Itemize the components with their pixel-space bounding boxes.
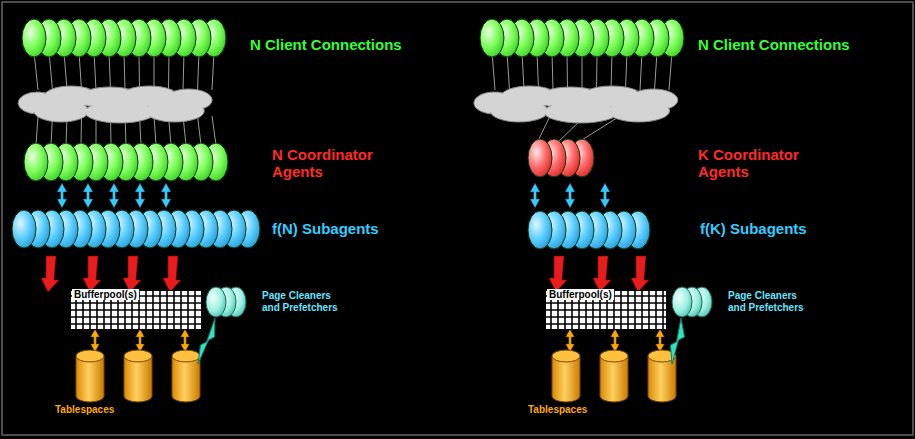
io-lightning bbox=[671, 318, 685, 364]
request-arrow bbox=[161, 183, 171, 208]
storage-label: Tablespaces bbox=[528, 404, 587, 416]
process-label: Page Cleaners and Prefetchers bbox=[262, 290, 348, 313]
process-label: Page Cleaners and Prefetchers bbox=[728, 290, 814, 313]
request-arrow bbox=[57, 183, 67, 208]
connection-lines bbox=[34, 52, 214, 90]
network-cloud bbox=[474, 86, 678, 123]
data-flow-arrow bbox=[593, 256, 611, 292]
coordinator-agent bbox=[24, 143, 48, 181]
group-label: f(N) Subagents bbox=[272, 220, 379, 237]
client-connection bbox=[480, 19, 504, 57]
request-arrow bbox=[530, 183, 540, 208]
coordinator-agent bbox=[528, 139, 552, 177]
tablespace-cylinder bbox=[76, 350, 104, 402]
data-flow-arrow bbox=[163, 256, 181, 292]
data-flow-arrow bbox=[549, 256, 567, 292]
tablespace-cylinder bbox=[172, 350, 200, 402]
group-label: K Coordinator Agents bbox=[698, 146, 820, 181]
storage-label: Tablespaces bbox=[55, 404, 114, 416]
request-arrow bbox=[565, 183, 575, 208]
data-flow-arrow bbox=[83, 256, 101, 292]
bufferpool-label: Bufferpool(s) bbox=[547, 289, 614, 300]
connection-lines bbox=[492, 52, 672, 90]
io-arrow bbox=[181, 329, 190, 352]
tablespace-cylinder bbox=[552, 350, 580, 402]
data-flow-arrow bbox=[41, 256, 59, 292]
tablespace-cylinder bbox=[600, 350, 628, 402]
page-cleaner-circle bbox=[672, 287, 692, 317]
bufferpool-box: Bufferpool(s) bbox=[70, 290, 202, 330]
request-arrow bbox=[135, 183, 145, 208]
subagent bbox=[528, 211, 552, 249]
subagent bbox=[12, 210, 36, 248]
io-arrow bbox=[656, 329, 665, 352]
io-arrow bbox=[611, 329, 620, 352]
group-label: f(K) Subagents bbox=[700, 220, 807, 237]
bufferpool-label: Bufferpool(s) bbox=[72, 289, 139, 300]
tablespace-cylinder bbox=[124, 350, 152, 402]
page-cleaner-circle bbox=[206, 287, 226, 317]
network-cloud bbox=[18, 86, 212, 123]
client-connection bbox=[22, 19, 46, 57]
group-label: N Client Connections bbox=[250, 36, 402, 53]
request-arrow bbox=[109, 183, 119, 208]
request-arrow bbox=[83, 183, 93, 208]
request-arrow bbox=[600, 183, 610, 208]
data-flow-arrow bbox=[123, 256, 141, 292]
group-label: N Client Connections bbox=[698, 36, 850, 53]
io-arrow bbox=[91, 329, 100, 352]
group-label: N Coordinator Agents bbox=[272, 146, 394, 181]
io-arrow bbox=[136, 329, 145, 352]
io-arrow bbox=[566, 329, 575, 352]
bufferpool-box: Bufferpool(s) bbox=[545, 290, 667, 330]
data-flow-arrow bbox=[631, 256, 649, 292]
